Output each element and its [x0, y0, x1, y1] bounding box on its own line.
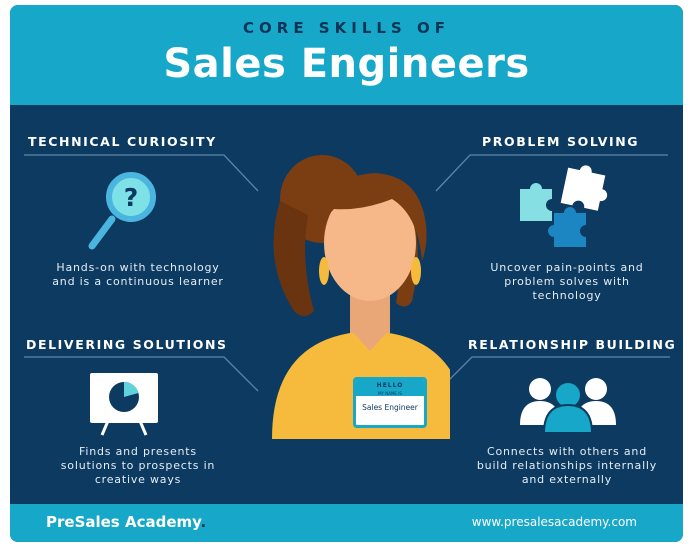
website-link[interactable]: www.presalesacademy.com — [471, 515, 637, 529]
magnifier-question-icon: ? — [88, 172, 156, 250]
header-banner: CORE SKILLS OF Sales Engineers — [10, 5, 683, 105]
header-kicker: CORE SKILLS OF — [243, 19, 450, 37]
skill-desc-technical-curiosity: Hands-on with technology and is a contin… — [52, 261, 224, 288]
skill-desc-delivering-solutions: Finds and presents solutions to prospect… — [60, 445, 216, 486]
skill-title-delivering-solutions: DELIVERING SOLUTIONS — [26, 337, 228, 352]
footer-bar: PreSales Academy. www.presalesacademy.co… — [10, 504, 683, 542]
skill-title-technical-curiosity: TECHNICAL CURIOSITY — [28, 134, 217, 149]
name-badge: HELLO MY NAME IS Sales Engineer — [353, 377, 427, 428]
puzzle-pieces-icon — [520, 165, 608, 247]
badge-name: Sales Engineer — [362, 403, 418, 412]
badge-hello: HELLO — [356, 380, 424, 391]
skill-title-relationship-building: RELATIONSHIP BUILDING — [468, 337, 677, 352]
presentation-board-icon — [90, 373, 158, 436]
infographic-card: CORE SKILLS OF Sales Engineers TECHNICAL… — [10, 5, 683, 542]
skill-desc-relationship-building: Connects with others and build relations… — [476, 445, 658, 486]
divider-line — [24, 154, 259, 192]
skill-title-problem-solving: PROBLEM SOLVING — [482, 134, 640, 149]
people-group-icon — [520, 378, 616, 434]
divider-line — [24, 356, 259, 392]
skill-desc-problem-solving: Uncover pain-points and problem solves w… — [490, 261, 644, 302]
brand-logo-text: PreSales Academy. — [46, 513, 207, 531]
divider-line — [435, 154, 668, 192]
badge-subtitle: MY NAME IS — [356, 391, 424, 396]
svg-text:?: ? — [124, 183, 139, 212]
page-title: Sales Engineers — [163, 41, 530, 87]
